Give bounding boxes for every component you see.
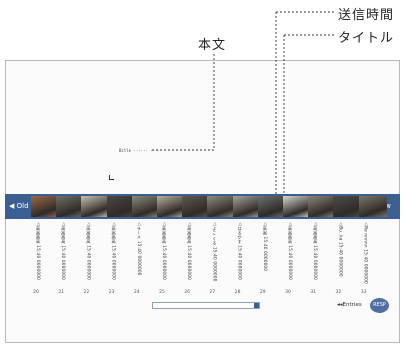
cursor-mark — [109, 175, 114, 180]
page-number[interactable]: 21 — [58, 290, 65, 295]
page-number[interactable]: 29 — [259, 290, 266, 295]
list-item[interactable]: △よこ くる 15:40 0000000 — [207, 219, 231, 281]
list-item[interactable]: △Bu..ka 15:40 0000000 — [333, 219, 357, 277]
entry-text: △高高高高 15:40 0000000 — [313, 221, 319, 280]
thumbnail-image[interactable] — [283, 196, 311, 217]
list-item[interactable]: △高高高高 15:40 0000000 — [182, 219, 206, 280]
page-number[interactable]: 24 — [133, 290, 140, 295]
entry-text: △高高高高 15:40 0000000 — [86, 221, 92, 280]
entry-text: △高高高高 15:40 0000000 — [187, 221, 193, 280]
entry-text: △ラーメ 15:40 0000000 — [136, 221, 142, 276]
entry-text: △高高 15:40 0000000 — [262, 221, 268, 272]
page-number[interactable]: 25 — [159, 290, 165, 295]
entry-text: △高高高高 15:40 0000000 — [36, 221, 41, 280]
thumbnail-image[interactable] — [81, 196, 110, 217]
entries-label: ◂◂Entries — [337, 302, 362, 308]
thumbnail-strip: ◀ Old ▶ New — [5, 194, 400, 219]
list-item[interactable]: △高高高高 15:40 0000000 — [107, 219, 131, 280]
horizontal-scrollbar[interactable] — [152, 302, 260, 309]
annotation-send-time: 送信時間 — [338, 8, 395, 23]
list-item[interactable]: △高高高高 15:40 0000000 — [56, 219, 80, 280]
entry-text: △はるかす 15:40 0000000 — [237, 221, 243, 280]
annotation-title: タイトル — [338, 31, 395, 46]
page-number[interactable]: 30 — [285, 290, 291, 295]
thumbnail-image[interactable] — [56, 196, 85, 217]
entry-text: △高高高高 15:40 0000000 — [111, 221, 117, 280]
entry-text: △Re nnnnn 15:40 0000000 — [363, 221, 369, 284]
page-number[interactable]: 31 — [310, 290, 317, 295]
entry-text: △高高高高 15:40 0000000 — [288, 221, 293, 280]
thumbnail-image[interactable] — [131, 196, 160, 217]
list-item[interactable]: △高高高高 15:40 0000000 — [308, 219, 332, 280]
list-item[interactable]: △はるかす 15:40 0000000 — [233, 219, 257, 280]
page-number[interactable]: 32 — [335, 290, 342, 295]
list-item[interactable]: △高高高高 15:40 0000000 — [31, 219, 55, 280]
page-number[interactable]: 28 — [234, 290, 241, 295]
page-number[interactable]: 20 — [33, 290, 39, 295]
page-number[interactable]: 27 — [209, 290, 216, 295]
thumbnail-image[interactable] — [182, 196, 211, 217]
list-item[interactable]: △Re nnnnn 15:40 0000000 — [359, 219, 383, 284]
page-number[interactable]: 26 — [184, 290, 191, 295]
thumbnail-image[interactable] — [358, 196, 387, 217]
thumbnail-image[interactable] — [106, 196, 135, 217]
thumbnail-image[interactable] — [333, 196, 362, 217]
resp-button[interactable]: RESP — [370, 298, 389, 313]
arrow-left-icon: ◂◂ — [337, 302, 343, 308]
thumbnail-image[interactable] — [31, 196, 59, 217]
list-item[interactable]: △ラーメ 15:40 0000000 — [132, 219, 156, 277]
prev-button[interactable]: ◀ Old — [9, 202, 29, 210]
page-number[interactable]: 23 — [108, 290, 115, 295]
arrow-left-icon: ◀ — [9, 202, 15, 210]
entry-text: △高高高高 15:40 0000000 — [61, 221, 67, 280]
list-item[interactable]: △高高 15:40 0000000 — [258, 219, 282, 277]
list-item[interactable]: △高高高高 15:40 0000000 — [157, 219, 181, 280]
entry-text: △高高高高 15:40 0000000 — [162, 221, 167, 280]
scrollbar-thumb[interactable] — [254, 303, 259, 308]
thumbnail-image[interactable] — [232, 196, 261, 217]
page-number[interactable]: 22 — [83, 290, 90, 295]
list-item[interactable]: △高高高高 15:40 0000000 — [283, 219, 307, 280]
thumbnail-image[interactable] — [207, 196, 236, 217]
thumbnail-image[interactable] — [257, 196, 286, 217]
annotation-body: 本文 — [198, 38, 227, 53]
body-text: Bitle ······ ···· — [119, 148, 160, 153]
thumbnail-image[interactable] — [157, 196, 185, 217]
entry-text: △Bu..ka 15:40 0000000 — [338, 221, 344, 277]
page-number[interactable]: 33 — [360, 290, 367, 295]
entry-text: △よこ くる 15:40 0000000 — [212, 221, 218, 282]
thumbnail-image[interactable] — [308, 196, 337, 217]
list-item[interactable]: △高高高高 15:40 0000000 — [81, 219, 105, 280]
